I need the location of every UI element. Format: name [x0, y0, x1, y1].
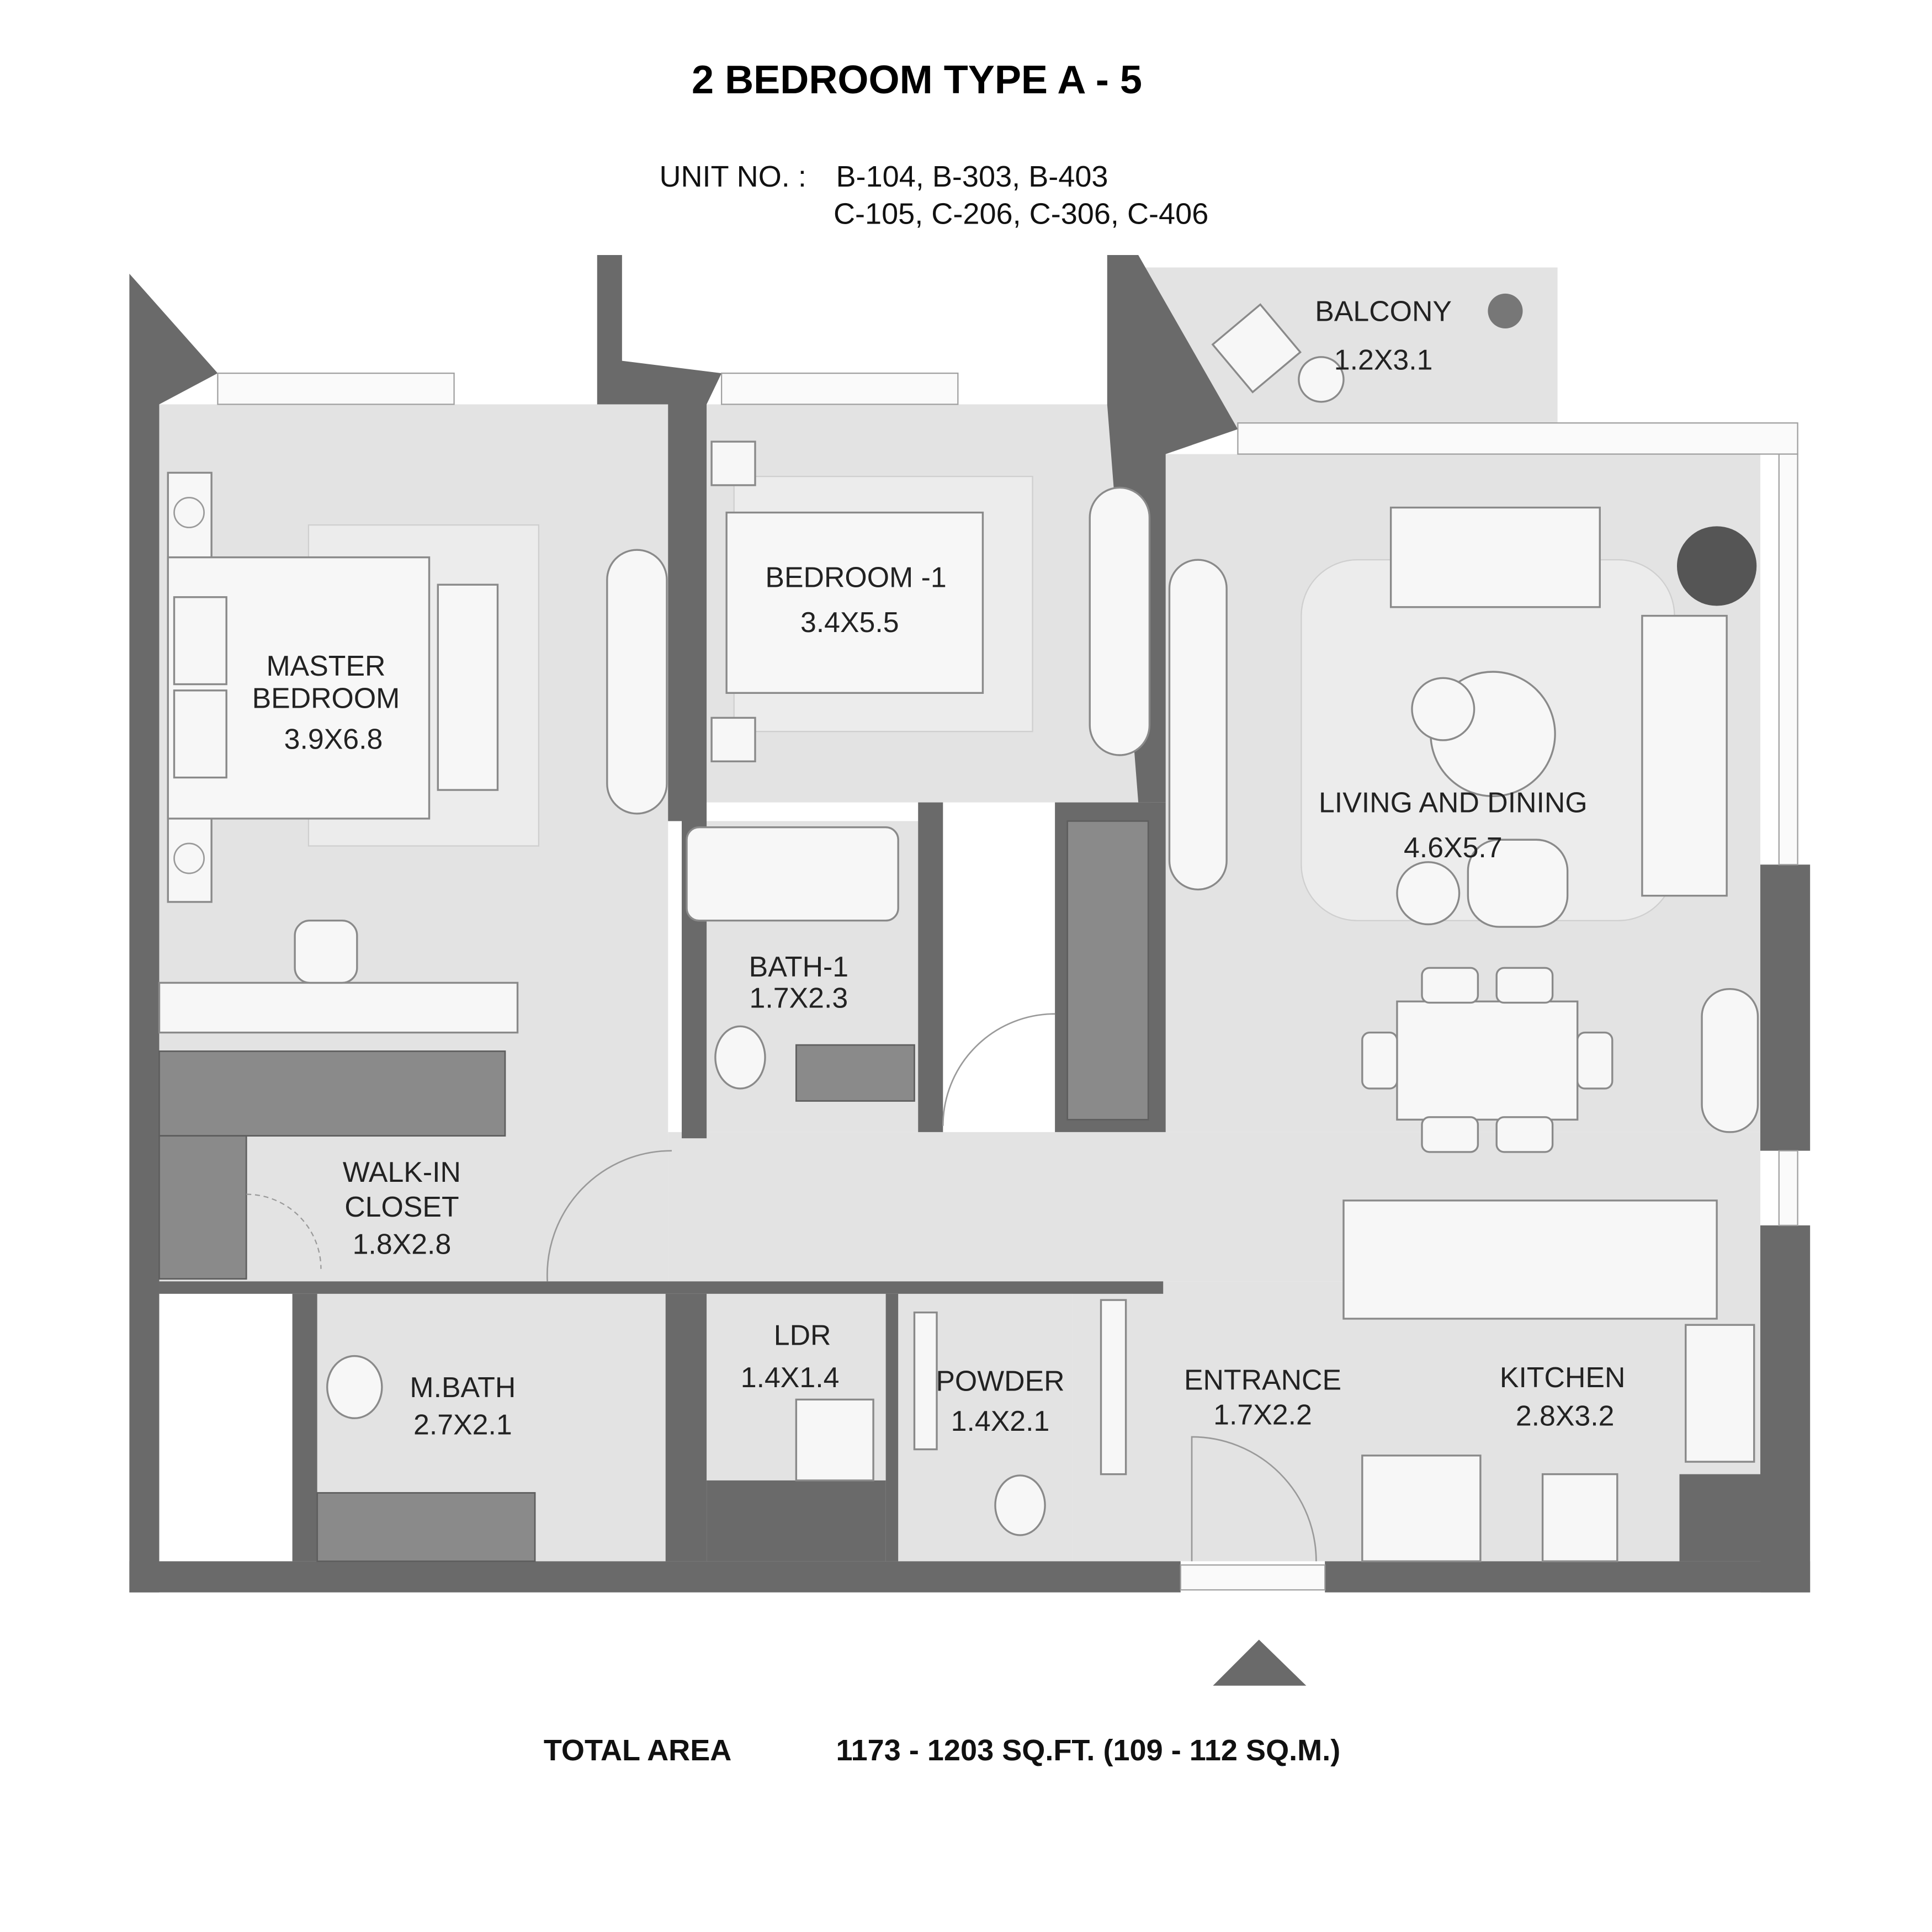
- bath1-size: 1.7X2.3: [750, 981, 848, 1013]
- kitchen-label: KITCHEN: [1500, 1361, 1625, 1393]
- sofa: [1641, 614, 1728, 897]
- master-bedroom-size: 3.9X6.8: [284, 723, 383, 755]
- lamp-icon: [173, 842, 205, 874]
- wardrobe: [1089, 486, 1151, 756]
- entrance-size: 1.7X2.2: [1213, 1398, 1312, 1430]
- total-area-value: 1173 - 1203 SQ.FT. (109 - 112 SQ.M.): [836, 1734, 1340, 1767]
- bedroom1-label: BEDROOM -1: [765, 561, 946, 593]
- plan-title: 2 BEDROOM TYPE A - 5: [692, 58, 1142, 102]
- wardrobe-shelves: [1066, 820, 1149, 1121]
- bedroom1-size: 3.4X5.5: [800, 606, 899, 638]
- toilet: [994, 1474, 1046, 1536]
- bench: [437, 583, 499, 791]
- door-swing: [942, 1013, 1055, 1126]
- shoe-cabinet: [1100, 1299, 1127, 1475]
- pillow: [173, 596, 227, 686]
- kitchen-size: 2.8X3.2: [1516, 1400, 1615, 1432]
- balcony-label: BALCONY: [1315, 295, 1452, 327]
- bath1-label: BATH-1: [749, 951, 848, 983]
- unit-label: UNIT NO. :: [659, 160, 806, 193]
- side-table: [1411, 677, 1475, 741]
- vanity: [316, 1492, 536, 1562]
- balcony-floor: [1142, 267, 1558, 429]
- toilet: [714, 1025, 766, 1090]
- sink: [1685, 1324, 1755, 1463]
- master-bedroom-label-2: BEDROOM: [252, 682, 400, 714]
- armchair: [1467, 838, 1569, 928]
- chair: [294, 920, 358, 984]
- entry-door-swing: [1191, 1436, 1317, 1562]
- vanity: [795, 1044, 915, 1102]
- furniture: [158, 293, 1759, 1563]
- mbath-label: M.BATH: [410, 1371, 516, 1403]
- living-label: LIVING AND DINING: [1319, 787, 1588, 819]
- kitchen-island: [1342, 1199, 1718, 1320]
- ldr-size: 1.4X1.4: [741, 1361, 840, 1393]
- bed: [725, 511, 984, 694]
- closet-door-swing: [546, 1150, 672, 1282]
- sofa: [1389, 506, 1601, 608]
- dining-table: [1396, 1000, 1579, 1121]
- closet-label: WALK-IN: [343, 1156, 461, 1188]
- fridge: [1361, 1455, 1482, 1563]
- powder-size: 1.4X2.1: [951, 1405, 1050, 1437]
- total-area-label: TOTAL AREA: [544, 1734, 732, 1767]
- desk: [158, 981, 519, 1034]
- mbath-size: 2.7X2.1: [413, 1409, 512, 1441]
- plant: [1488, 293, 1523, 328]
- room-labels: MASTER BEDROOM 3.9X6.8 BEDROOM -1 3.4X5.…: [252, 295, 1626, 1440]
- lounge-chair: [1211, 303, 1302, 394]
- pillow: [173, 689, 227, 779]
- entry-arrow-icon: [1213, 1639, 1307, 1686]
- closet-shelves: [158, 1050, 506, 1137]
- unit-numbers-line2: C-105, C-206, C-306, C-406: [834, 198, 1208, 231]
- windows: [217, 372, 1798, 1591]
- washer: [795, 1398, 874, 1482]
- closet-size: 1.8X2.8: [353, 1228, 452, 1260]
- nightstand: [710, 716, 756, 762]
- nightstand: [710, 440, 756, 486]
- cooktop: [1541, 1473, 1618, 1563]
- closet-label-2: CLOSET: [344, 1191, 459, 1223]
- ldr-label: LDR: [774, 1319, 831, 1351]
- powder-label: POWDER: [936, 1365, 1064, 1397]
- entrance-label: ENTRANCE: [1184, 1363, 1341, 1395]
- lamp-icon: [173, 497, 205, 528]
- wardrobe: [606, 549, 668, 815]
- bathtub: [686, 826, 899, 922]
- console: [1168, 559, 1228, 891]
- master-bedroom-label: MASTER: [266, 650, 385, 682]
- balcony-size: 1.2X3.1: [1334, 343, 1433, 375]
- toilet: [326, 1355, 383, 1419]
- basin-counter: [913, 1311, 938, 1451]
- closet-shelves: [158, 1135, 247, 1280]
- sideboard: [1701, 988, 1759, 1133]
- plant: [1676, 526, 1757, 606]
- living-size: 4.6X5.7: [1404, 831, 1503, 863]
- unit-numbers-line1: B-104, B-303, B-403: [836, 160, 1108, 193]
- side-table: [1298, 356, 1345, 403]
- side-table: [1396, 861, 1461, 926]
